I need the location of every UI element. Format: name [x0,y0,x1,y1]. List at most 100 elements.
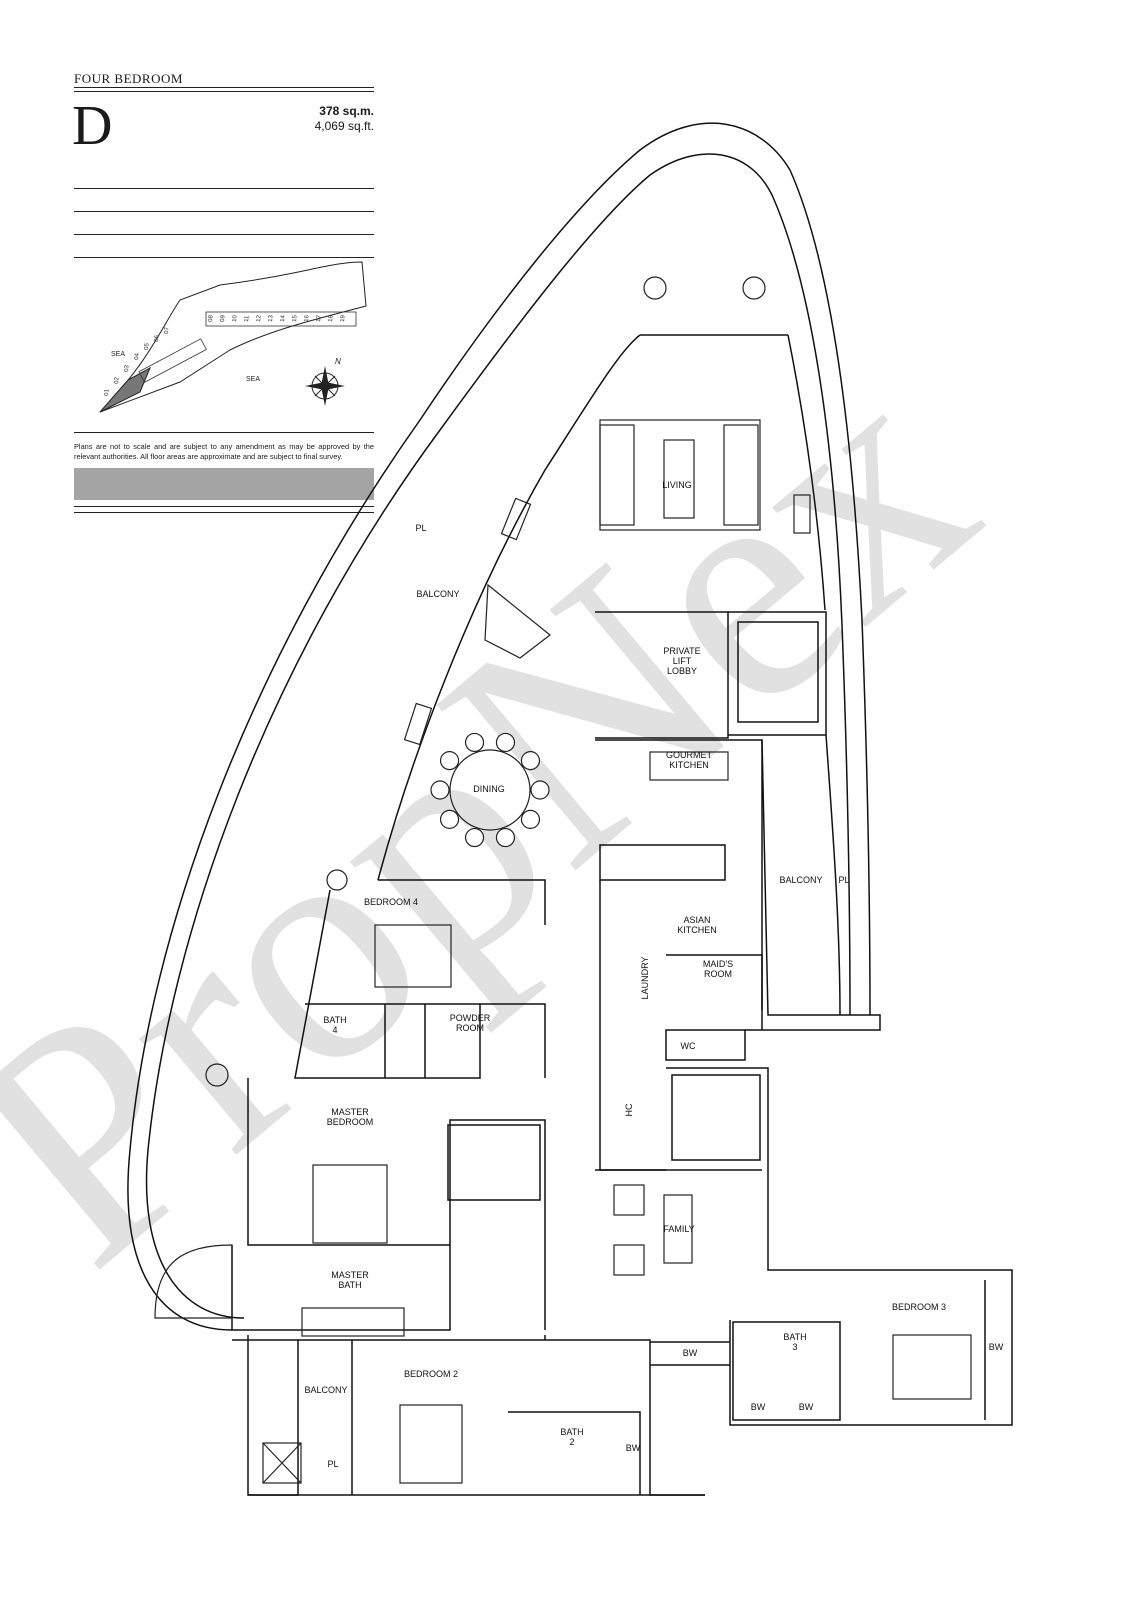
header-rule [74,87,374,88]
room-label-bw: BW [989,1342,1004,1352]
dining-chair [430,780,450,800]
dining-chair [495,827,516,848]
keyplan-unit-number: 07 [164,326,171,334]
wall [728,611,827,736]
corridor-wall [650,1341,730,1366]
keyplan-sea-south: SEA [246,376,260,383]
glazing-line [787,334,826,611]
coffee-table [663,439,695,519]
keyplan-north-label: N [335,357,341,366]
planter-icon [205,1063,229,1087]
unit-type-label: FOUR BEDROOM [74,71,183,86]
armchair [613,1184,645,1216]
room-label-living: LIVING [662,480,692,490]
dining-chair [439,809,460,829]
keyplan-unit-number: 13 [268,314,275,322]
armchair [613,1244,645,1276]
wall [825,734,841,1016]
walk-in-wardrobe [447,1124,541,1201]
room-label-pl-south: PL [327,1459,338,1469]
keyplan-unit-number: 04 [134,352,141,360]
service-lift [671,1074,761,1161]
room-label-hc: HC [624,1103,634,1116]
planter-icon [643,276,667,300]
keyplan-unit-number: 06 [154,334,161,342]
keyplan-unit-number: 17 [316,314,323,322]
keyplan-unit-number: 18 [328,314,335,322]
dining-chair [495,732,516,753]
keyplan-unit-number: 01 [104,388,111,396]
room-label-balcony-east: BALCONY [779,875,822,885]
wall [298,1335,705,1496]
dining-chair [464,827,485,848]
keyplan-unit-number: 03 [124,364,131,372]
dining-chair [464,732,485,753]
master-bed [312,1164,388,1244]
lift-shaft [737,621,819,723]
room-label-family: FAMILY [663,1224,694,1234]
unit-letter: D [72,95,113,157]
column [403,702,433,746]
notes-line [74,188,374,189]
piano [484,583,551,659]
bed-3 [892,1334,972,1400]
room-label-bw: BW [626,1443,641,1453]
pl-shaft [262,1442,302,1484]
keyplan-sea-west: SEA [111,351,125,358]
disclaimer: Plans are not to scale and are subject t… [74,442,374,461]
footer-rule [74,506,374,507]
wall [247,1078,546,1330]
grey-bar [74,468,374,500]
wall [378,879,546,925]
keyplan-unit-number: 10 [232,314,239,322]
dining-table [449,749,531,831]
keyplan-unit-number: 14 [280,314,287,322]
keyplan-unit-number: 19 [340,314,347,322]
area-sqft: 4,069 sq.ft. [314,119,374,133]
room-label-balcony: BALCONY [416,589,459,599]
wall [595,611,729,739]
room-label-bw: BW [683,1348,698,1358]
bay-window [154,1244,233,1319]
outer-balcony-edge-inner [145,153,851,1319]
wall [232,1335,299,1496]
dining-chair [520,809,541,829]
wall [384,1004,426,1078]
kitchen-island [649,751,729,781]
footer-rule [74,512,374,513]
notes-line [74,234,374,235]
wc-block [665,1029,746,1061]
room-label-pl: PL [415,523,426,533]
room-label-dining: DINING [473,784,505,794]
room-label-bw: BW [751,1402,766,1412]
room-label-bedroom-3: BEDROOM 3 [892,1302,946,1312]
room-label-pl-east: PL [838,875,849,885]
column [793,494,811,534]
room-label-bw: BW [799,1402,814,1412]
dining-chair [530,780,550,800]
keyplan-unit-number: 08 [208,314,215,322]
keyplan-rule [74,432,374,433]
planter-icon [742,276,766,300]
dining-chair [520,751,541,771]
room-label-wc: WC [681,1041,696,1051]
keyplan-unit-number: 02 [114,376,121,384]
keyplan-block [138,338,207,383]
site-outline [99,261,367,413]
sofa [599,424,635,526]
vanity [301,1307,405,1337]
pl-shaft-cross [262,1442,302,1484]
keyplan-unit-number: 12 [256,314,263,322]
wall [294,889,546,1079]
notes-line [74,211,374,212]
room-label-bedroom-2: BEDROOM 2 [404,1369,458,1379]
